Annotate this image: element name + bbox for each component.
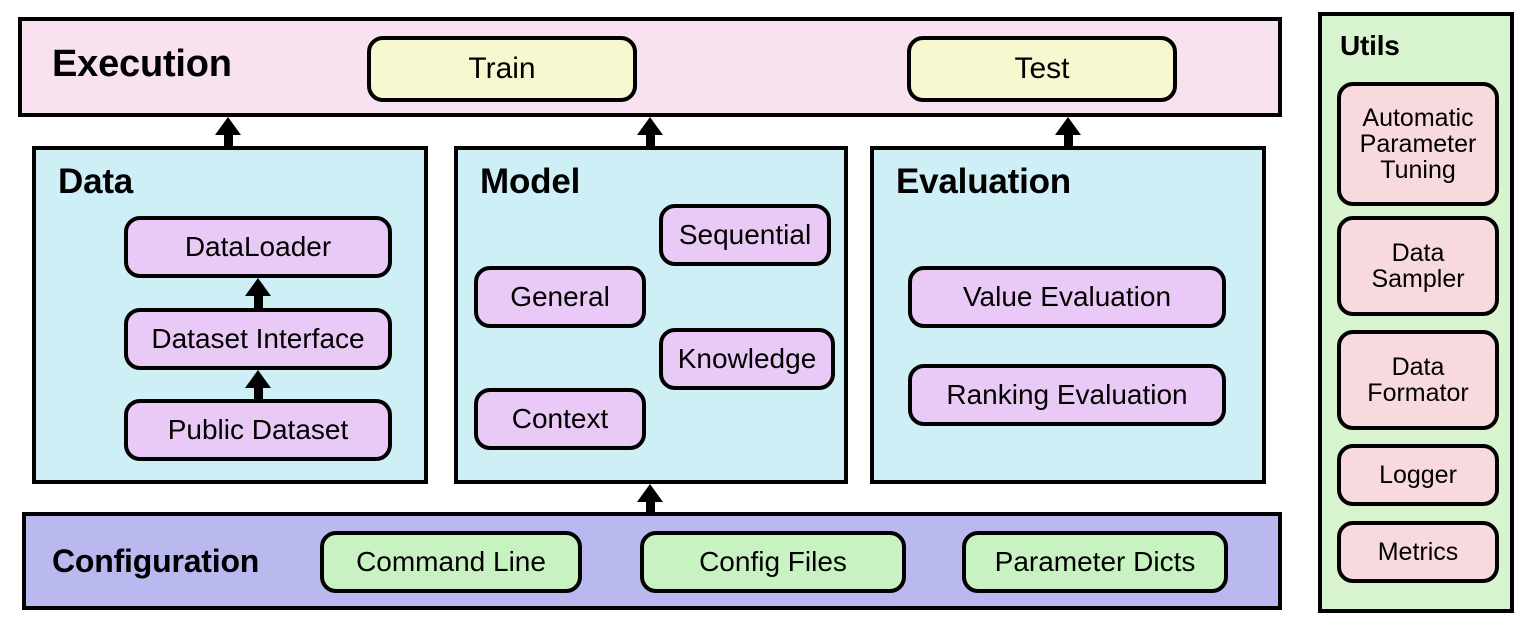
node-logger[interactable]: Logger [1337,444,1499,506]
utils-panel-title: Utils [1340,30,1400,61]
node-test[interactable]: Test [907,36,1177,102]
configuration-panel-title: Configuration [52,543,260,579]
node-dataloader[interactable]: DataLoader [124,216,392,278]
arrow-shaft [224,131,233,146]
node-config-files[interactable]: Config Files [640,531,906,593]
arrow-shaft [254,292,263,308]
evaluation-panel-title: Evaluation [896,162,1071,201]
arrow-head [637,484,663,502]
arrow-shaft [254,384,263,400]
arrow-head [637,117,663,135]
node-sequential[interactable]: Sequential [659,204,831,266]
arrow-head [1055,117,1081,135]
model-panel-title: Model [480,162,581,201]
node-command-line[interactable]: Command Line [320,531,582,593]
data-panel-title: Data [58,162,134,201]
node-automatic-parameter-tuning[interactable]: Automatic Parameter Tuning [1337,82,1499,206]
node-parameter-dicts[interactable]: Parameter Dicts [962,531,1228,593]
arrow-head [215,117,241,135]
node-data-sampler[interactable]: Data Sampler [1337,216,1499,316]
node-metrics[interactable]: Metrics [1337,521,1499,583]
arrow-head [245,278,271,296]
node-public-dataset[interactable]: Public Dataset [124,399,392,461]
node-data-formator[interactable]: Data Formator [1337,330,1499,430]
node-knowledge[interactable]: Knowledge [659,328,835,390]
arrow-shaft [646,498,655,513]
arrow-shaft [646,131,655,146]
node-context[interactable]: Context [474,388,646,450]
arrow-head [245,370,271,388]
node-general[interactable]: General [474,266,646,328]
execution-panel-title: Execution [52,43,232,85]
node-train[interactable]: Train [367,36,637,102]
node-value-evaluation[interactable]: Value Evaluation [908,266,1226,328]
arrow-shaft [1064,131,1073,146]
node-ranking-evaluation[interactable]: Ranking Evaluation [908,364,1226,426]
node-dataset-interface[interactable]: Dataset Interface [124,308,392,370]
